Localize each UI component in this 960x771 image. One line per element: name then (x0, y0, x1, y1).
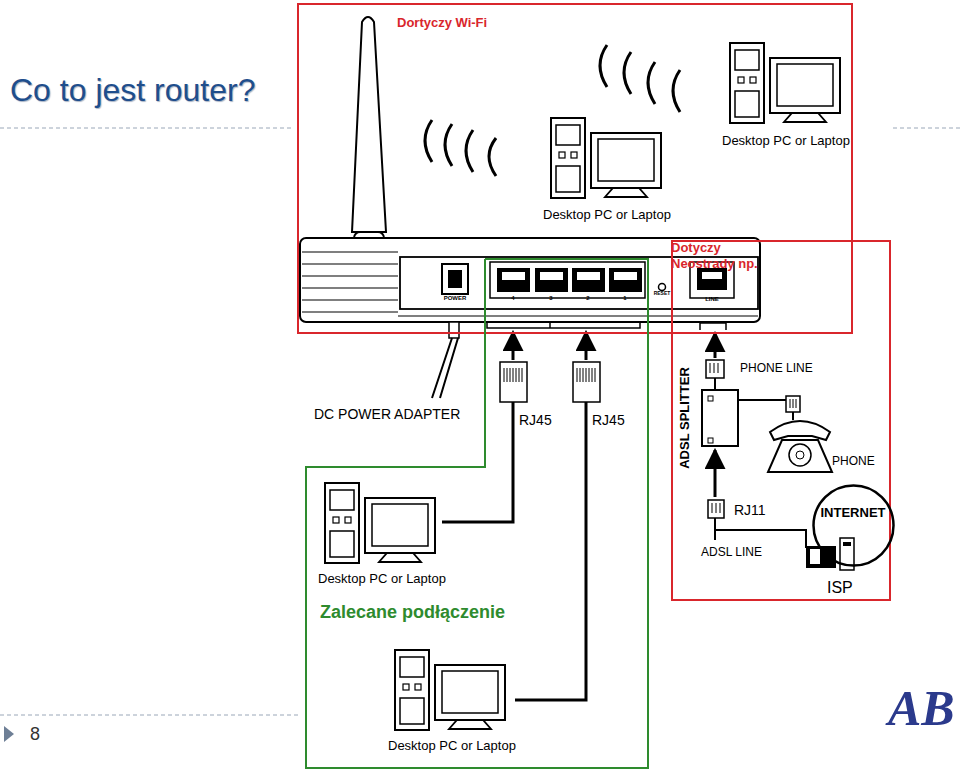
cloud-border (813, 485, 893, 565)
wifi-region: Dortyczy Wi-Fi (297, 3, 853, 334)
port-number: 3 (549, 295, 552, 302)
cable-label: PHONE LINE (740, 362, 813, 376)
port-label: POWER (444, 295, 467, 302)
region-heading: INTERNET (821, 505, 886, 521)
port-label: LINE (705, 296, 719, 303)
region-border (298, 4, 852, 333)
cable-label: ADSL LINE (701, 546, 762, 560)
connector-label: RJ11 (734, 502, 766, 518)
slide-title: Co to jest router? (10, 72, 255, 109)
device-label: Desktop PC or Laptop (722, 134, 850, 149)
device-label: Desktop PC or Laptop (318, 572, 446, 587)
region-heading: Zalecane podłączenie (320, 604, 505, 620)
port-number: 4 (511, 295, 514, 302)
device-label: ISP (827, 579, 853, 597)
page-number: 8 (30, 724, 40, 745)
device-label: ADSL SPLITTER (678, 367, 693, 469)
region-heading: Dortyczy Wi-Fi (397, 15, 487, 31)
port-number: 2 (586, 295, 589, 302)
wired-region: Zalecane podłączenie (305, 258, 649, 769)
connector-label: RJ45 (592, 412, 625, 428)
cable-label: DC POWER ADAPTER (314, 406, 460, 422)
logo: AB (888, 680, 955, 738)
region-heading: Dotyczy Neostrady np. (671, 240, 779, 272)
device-label: Desktop PC or Laptop (543, 208, 671, 223)
region-border (306, 259, 648, 768)
port-label: RESET (654, 291, 671, 297)
device-label: PHONE (832, 455, 875, 469)
internet-cloud: INTERNET (812, 484, 895, 567)
region-outline (305, 258, 649, 769)
region-outline (812, 484, 895, 567)
connector-label: RJ45 (519, 412, 552, 428)
device-label: Desktop PC or Laptop (388, 739, 516, 754)
region-border (672, 241, 890, 600)
region-outline (297, 3, 853, 334)
port-number: 1 (623, 295, 626, 302)
